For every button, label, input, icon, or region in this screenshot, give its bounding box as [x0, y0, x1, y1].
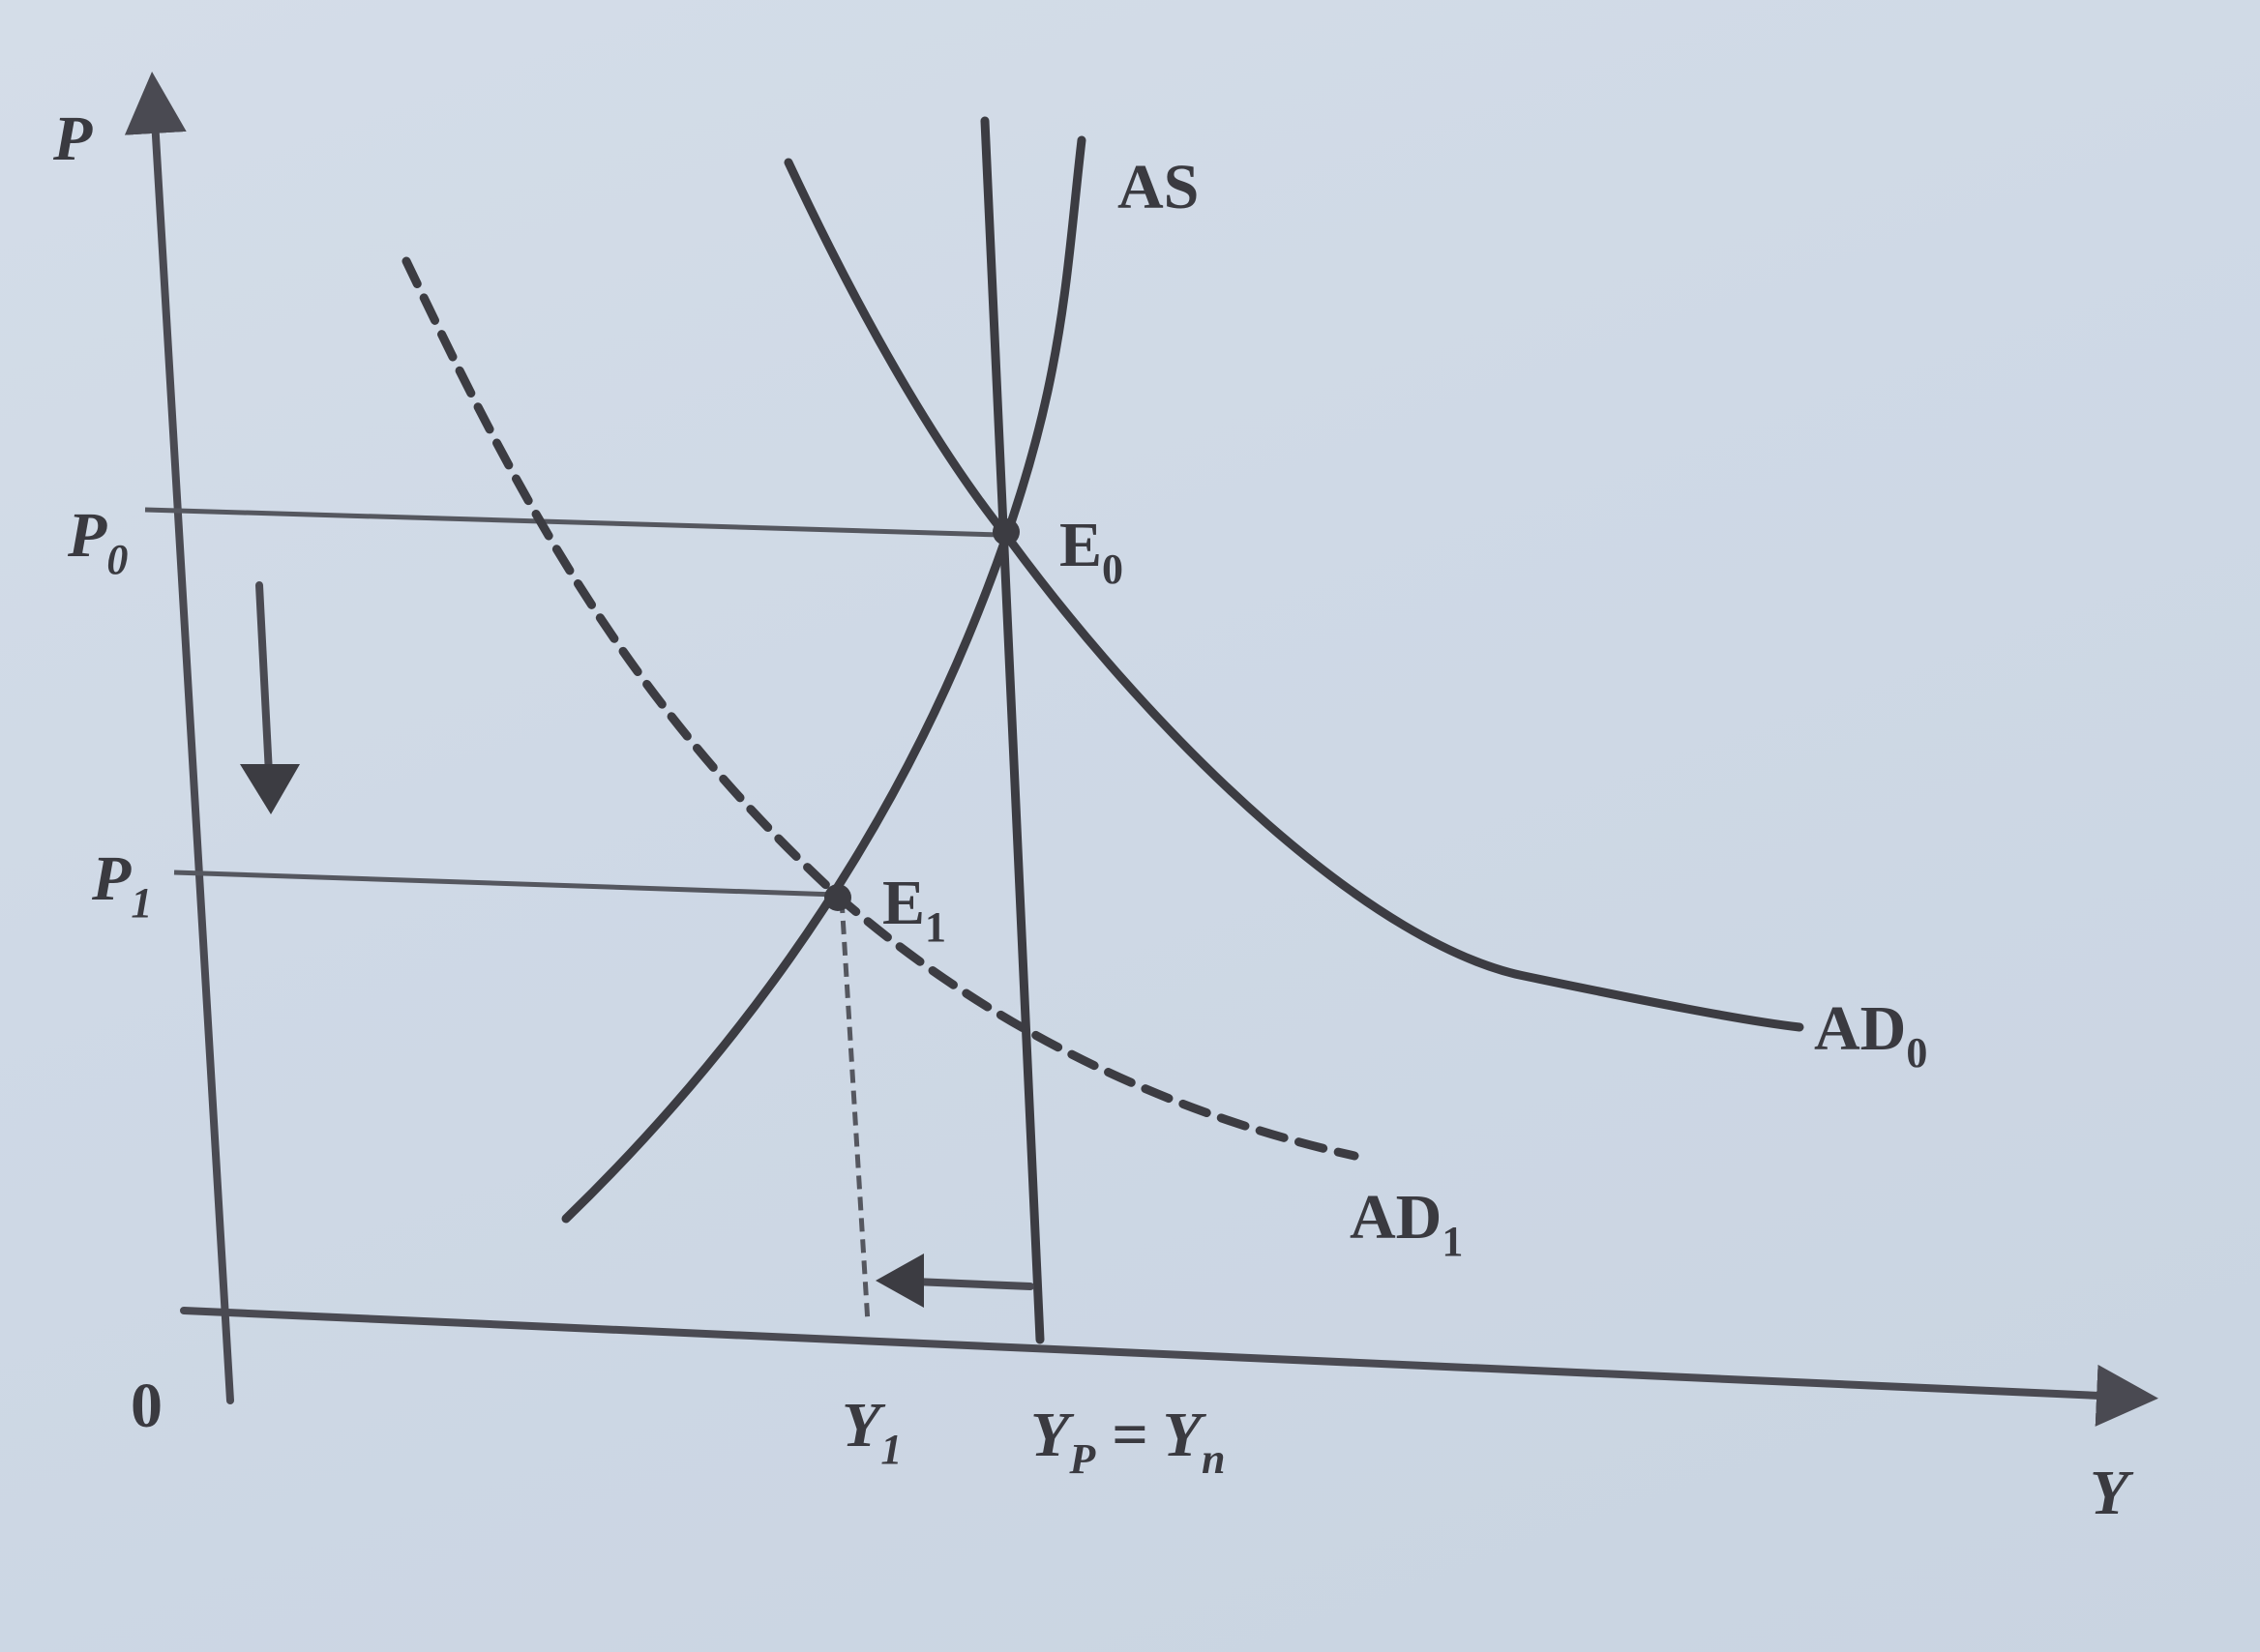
ad1-label: AD1: [1350, 1182, 1463, 1265]
y1-label: Y1: [842, 1390, 902, 1473]
y1-guide-line: [839, 899, 871, 1324]
p1-guide-line: [173, 870, 838, 898]
as-label: AS: [1117, 152, 1199, 222]
e0-label: E0: [1059, 510, 1123, 593]
y-axis: [124, 72, 234, 1404]
x-axis: [180, 1307, 2158, 1427]
price-fall-arrow-shaft: [255, 581, 273, 778]
ad0-curve: [784, 158, 1804, 1032]
x-axis-label: Y: [2090, 1458, 2134, 1528]
e1-point: [824, 884, 851, 911]
yp-yn-label: YP = Yn: [1030, 1400, 1225, 1483]
output-fall-arrow-shaft: [910, 1278, 1034, 1290]
y-axis-label: P: [52, 103, 93, 174]
output-fall-arrowhead: [876, 1254, 924, 1308]
e0-point: [993, 518, 1020, 546]
ad0-label: AD0: [1814, 993, 1927, 1077]
p0-label: P0: [67, 500, 128, 583]
e1-label: E1: [882, 868, 946, 951]
ad1-curve: [401, 256, 1359, 1161]
price-fall-arrowhead: [240, 764, 300, 814]
origin-label: 0: [131, 1371, 163, 1441]
p0-guide-line: [144, 507, 1002, 538]
as-curve: [561, 135, 1086, 1224]
long-run-vertical-line: [980, 116, 1045, 1344]
p1-label: P1: [91, 843, 152, 927]
